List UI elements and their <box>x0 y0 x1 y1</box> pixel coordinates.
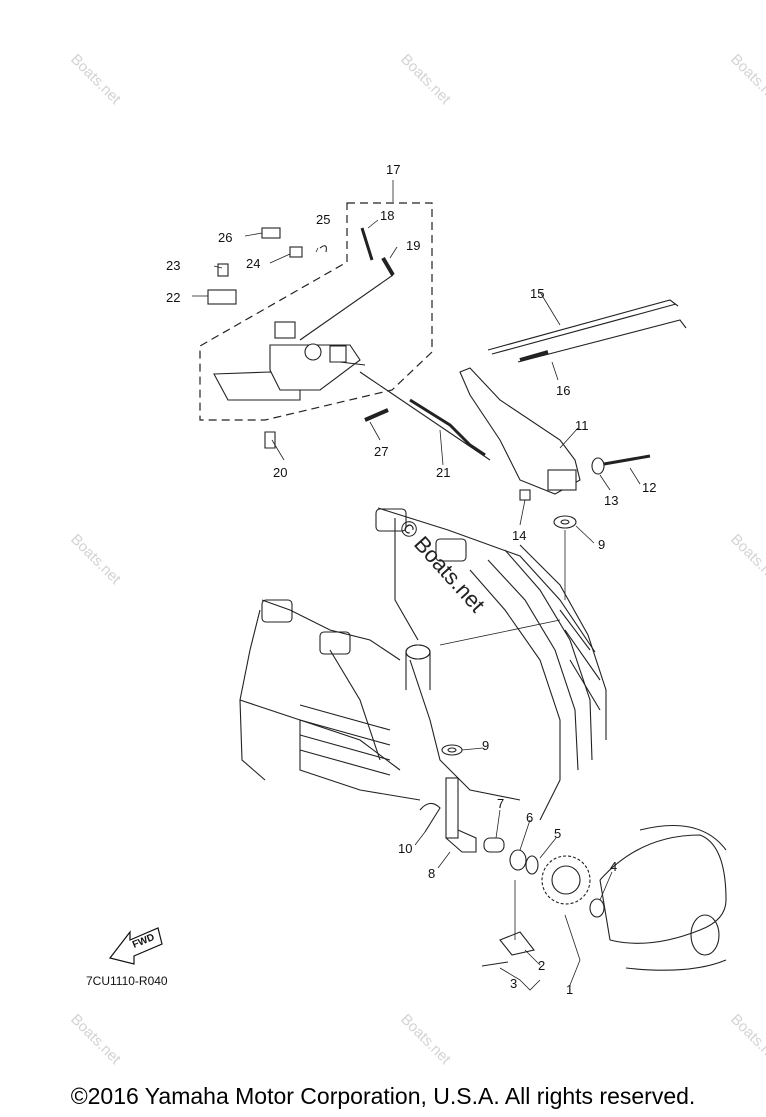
watermark: Boats.net <box>727 1011 766 1068</box>
watermark: Boats.net <box>727 51 766 108</box>
part-label: 9 <box>598 537 605 552</box>
part-label: 27 <box>374 444 388 459</box>
part-label: 1 <box>566 982 573 997</box>
rods-and-lever <box>359 299 687 501</box>
assembly-boundary-17 <box>199 202 433 421</box>
part-label: 15 <box>530 286 544 301</box>
part-label: 13 <box>604 493 618 508</box>
part-label: 3 <box>510 976 517 991</box>
leader-lines <box>192 180 641 991</box>
part-label: 23 <box>166 258 180 273</box>
fwd-arrow-icon: FWD <box>108 927 163 965</box>
watermark: Boats.net <box>67 1011 124 1068</box>
part-label: 14 <box>512 528 526 543</box>
diagram-code: 7CU1110-R040 <box>86 974 168 988</box>
copyright-notice: ©2016 Yamaha Motor Corporation, U.S.A. A… <box>70 1083 696 1109</box>
part-label: 7 <box>497 796 504 811</box>
part-label: 2 <box>538 958 545 973</box>
part-label: 24 <box>246 256 260 271</box>
watermark: Boats.net <box>67 531 124 588</box>
lower-shaft <box>405 515 577 853</box>
part-label: 12 <box>642 480 656 495</box>
part-label: 10 <box>398 841 412 856</box>
center-watermark: © Boats.net <box>394 515 490 617</box>
part-label: 18 <box>380 208 394 223</box>
part-label: 4 <box>610 859 617 874</box>
engine-block <box>239 507 607 821</box>
part-label: 8 <box>428 866 435 881</box>
gear-case <box>599 824 727 971</box>
watermark: Boats.net <box>397 1011 454 1068</box>
watermark: Boats.net <box>397 51 454 108</box>
part-label: 20 <box>273 465 287 480</box>
part-label: 21 <box>436 465 450 480</box>
watermark: Boats.net <box>67 51 124 108</box>
part-label: 16 <box>556 383 570 398</box>
part-label: 6 <box>526 810 533 825</box>
part-label: 25 <box>316 212 330 227</box>
part-label: 11 <box>575 418 589 433</box>
governor-parts <box>481 837 605 967</box>
part-labels: 1 2 3 4 5 6 7 8 9 9 10 11 12 13 14 15 16… <box>166 162 656 997</box>
part-label: 26 <box>218 230 232 245</box>
control-linkage <box>207 227 395 449</box>
part-label: 19 <box>406 238 420 253</box>
part-label: 5 <box>554 826 561 841</box>
part-label: 17 <box>386 162 400 177</box>
watermark: Boats.net <box>727 531 766 588</box>
part-label: 9 <box>482 738 489 753</box>
part-label: 22 <box>166 290 180 305</box>
